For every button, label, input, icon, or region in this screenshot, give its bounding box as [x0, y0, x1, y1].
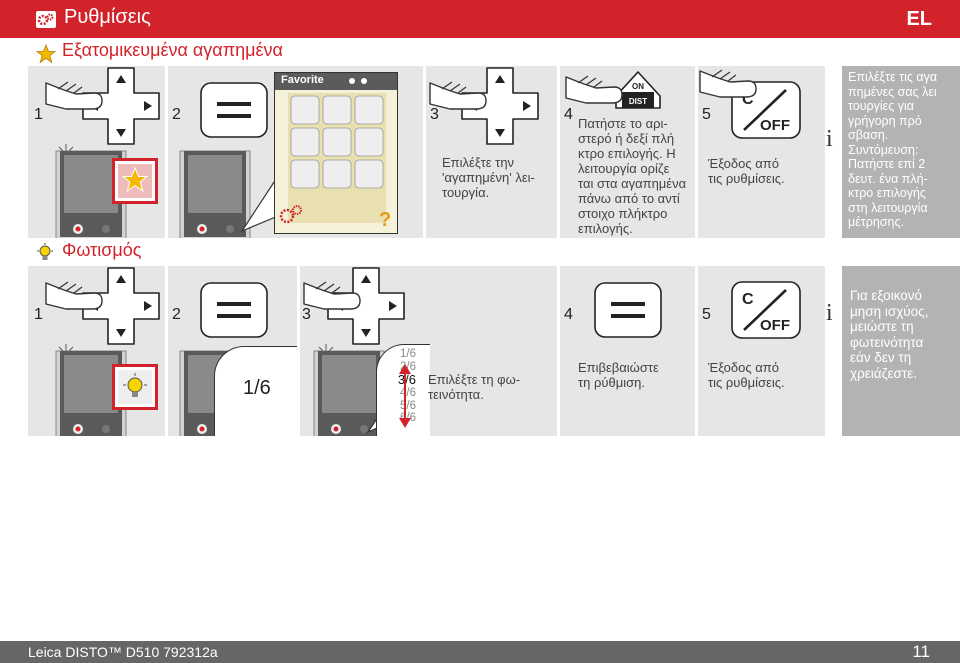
favorite-star-icon: [35, 43, 57, 69]
step-number: 4: [564, 306, 573, 323]
s1-step4-panel: 4 ON DIST Πατήστε το αρι- στερό ή δεξί π…: [560, 66, 695, 238]
step-text: Επιβεβαιώστε τη ρύθμιση.: [578, 360, 659, 390]
s1-step1-panel: 1: [28, 66, 165, 238]
level-item: 1/6: [400, 348, 416, 360]
step-number: 1: [34, 106, 43, 123]
svg-text:?: ?: [379, 209, 391, 231]
step-text: Επιλέξτε τη φω- τεινότητα.: [428, 372, 521, 402]
device-icon: [179, 150, 251, 238]
step-number: 2: [172, 306, 181, 323]
c-label: C: [742, 291, 754, 308]
settings-gear-icon: [36, 11, 56, 28]
info-icon: i: [826, 300, 833, 326]
on-label: ON: [632, 82, 644, 91]
up-down-arrow-icon: [399, 364, 411, 428]
step-text: Επιλέξτε την 'αγαπημένη' λει- τουργία.: [442, 155, 535, 200]
s2-step1-panel: 1: [28, 266, 165, 436]
s1-step3-panel: 3 Επιλέξτε την 'αγαπημένη' λει- τουργία.: [426, 66, 557, 238]
off-label: OFF: [760, 317, 790, 334]
product-label: Leica DISTO™ D510 792312a: [28, 644, 218, 660]
header-bar: Ρυθμίσεις EL: [0, 0, 960, 38]
step-number: 5: [702, 306, 711, 323]
hand-icon: [45, 281, 103, 310]
hand-icon: [45, 81, 103, 110]
hand-icon: [429, 81, 487, 110]
info-icon: i: [826, 126, 833, 152]
section-title-lighting: Φωτισμός: [62, 240, 142, 260]
dist-label: DIST: [629, 97, 647, 106]
s2-step2-panel: 2 1/6: [168, 266, 297, 436]
step-text: Έξοδος από τις ρυθμίσεις.: [708, 360, 785, 390]
hand-icon: [565, 75, 623, 104]
equals-key-icon: [200, 282, 268, 338]
favorite-screen: Favorite ?: [274, 72, 398, 234]
step-number: 3: [430, 106, 439, 123]
footer-bar: Leica DISTO™ D510 792312a 11: [0, 641, 960, 663]
step-number: 2: [172, 106, 181, 123]
s2-step4-panel: 4 Επιβεβαιώστε τη ρύθμιση.: [560, 266, 695, 436]
s2-step3-panel: 3 1/6 2/6 3/6 4/6 5/6 6/6 Επιλέξτε τη φω…: [300, 266, 557, 436]
lighting-key-highlight: [112, 364, 158, 410]
section-title-favorites: Εξατομικευμένα αγαπημένα: [62, 40, 283, 60]
language-label: EL: [906, 8, 932, 30]
on-dist-key-icon: ON DIST: [615, 71, 661, 109]
s2-step5-panel: 5 C OFF Έξοδος από τις ρυθμίσεις.: [698, 266, 825, 436]
screen-favorite-label: Favorite: [281, 74, 324, 86]
s1-step2-panel: 2 Favorite ?: [168, 66, 423, 238]
brightness-value: 1/6: [243, 377, 271, 399]
equals-key-icon: [594, 282, 662, 338]
level-item-selected: 3/6: [397, 372, 416, 387]
info-text: Για εξοικονό μηση ισχύος, μειώστε τη φωτ…: [850, 288, 929, 381]
step-number: 3: [302, 306, 311, 323]
s1-info-panel: Επιλέξτε τις αγα πημένες σας λει τουργίε…: [842, 66, 960, 238]
step-text: Πατήστε το αρι- στερό ή δεξί πλή κτρο επ…: [578, 116, 687, 236]
hand-icon: [303, 281, 361, 310]
step-number: 4: [564, 106, 573, 123]
off-label: OFF: [760, 117, 790, 134]
brightness-screen: 1/6: [214, 346, 297, 436]
step-text: Έξοδος από τις ρυθμίσεις.: [708, 156, 785, 186]
equals-key-icon: [200, 82, 268, 138]
info-text: Επιλέξτε τις αγα πημένες σας λει τουργίε…: [848, 70, 938, 229]
favorite-key-highlight: [112, 158, 158, 204]
page-title: Ρυθμίσεις: [64, 6, 151, 28]
step-number: 1: [34, 306, 43, 323]
step-number: 5: [702, 106, 711, 123]
page-number: 11: [912, 642, 930, 661]
light-bulb-icon: [36, 243, 54, 268]
s2-info-panel: Για εξοικονό μηση ισχύος, μειώστε τη φωτ…: [842, 266, 960, 436]
hand-icon: [699, 69, 757, 98]
s1-step5-panel: 5 C OFF Έξοδος από τις ρυθμίσεις.: [698, 66, 825, 238]
